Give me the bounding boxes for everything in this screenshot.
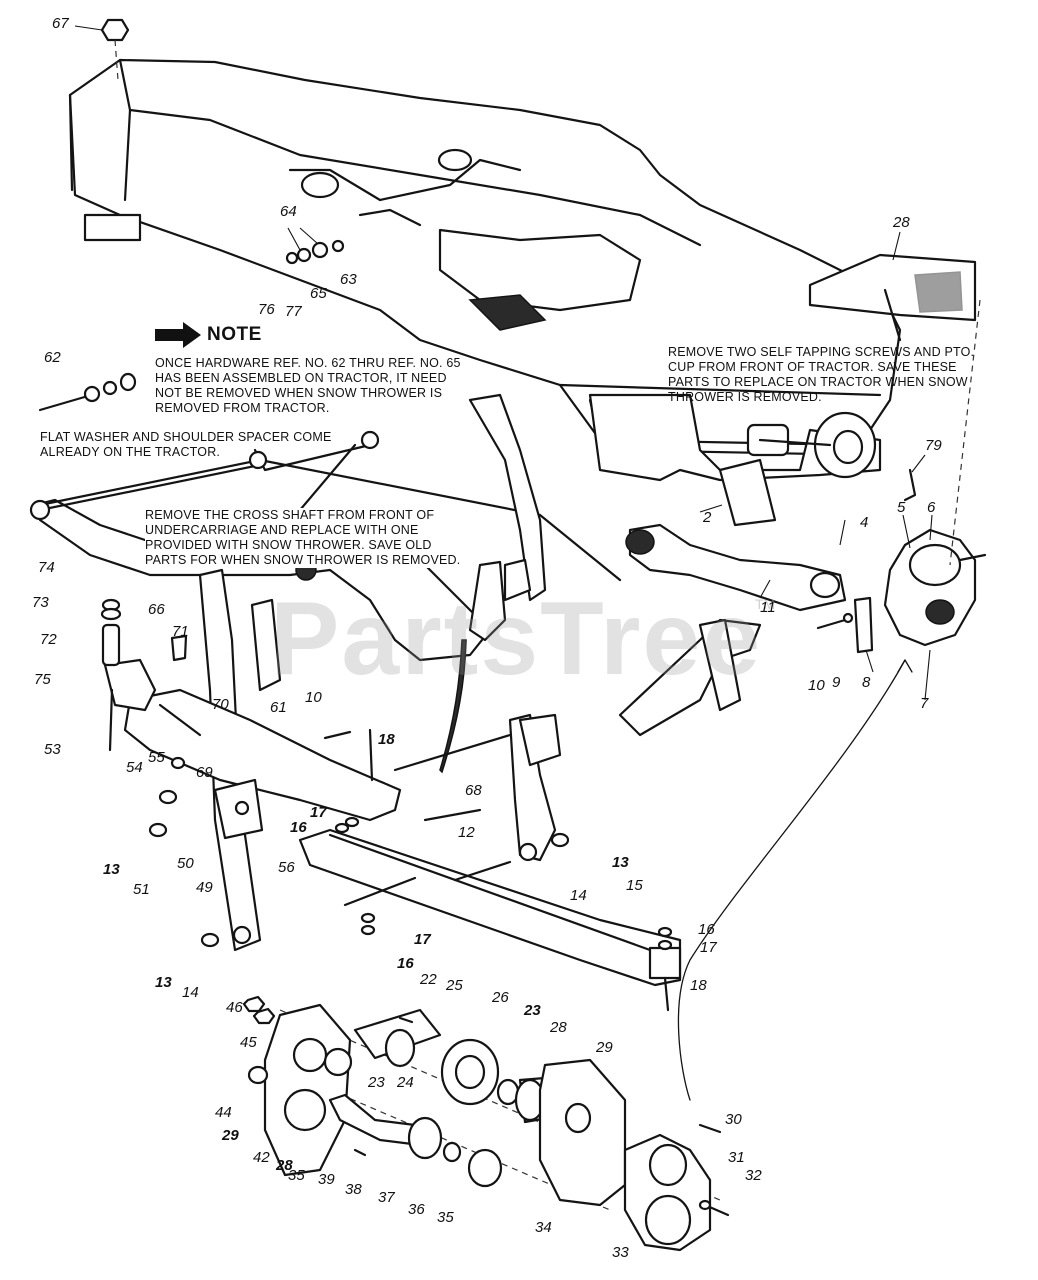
ref-number: 33	[612, 1244, 629, 1261]
pto-driveline	[588, 393, 882, 612]
ref-number: 68	[465, 782, 482, 799]
ref-number: 28	[276, 1157, 293, 1174]
ref-number: 29	[222, 1127, 239, 1144]
ref-number: 62	[44, 349, 61, 366]
lift-arms	[468, 558, 762, 737]
ref-number: 12	[458, 824, 475, 841]
ref-number: 17	[700, 939, 717, 956]
ref-number: 54	[126, 759, 143, 776]
ref-number: 4	[860, 514, 869, 531]
ref-number: 14	[182, 984, 199, 1001]
pto-cup-28	[808, 231, 977, 342]
ref-number: 73	[32, 594, 49, 611]
cross-shaft-callout: REMOVE THE CROSS SHAFT FROM FRONT OF UND…	[145, 508, 465, 568]
ref-number: 53	[44, 741, 61, 758]
ref-number: 13	[103, 861, 120, 878]
ref-number: 55	[148, 749, 165, 766]
ref-number: 17	[414, 931, 431, 948]
ref-number: 18	[690, 977, 707, 994]
ref-number: 32	[745, 1167, 762, 1184]
ref-number: 45	[240, 1034, 257, 1051]
ref-number: 9	[832, 674, 841, 691]
ref-number: 39	[318, 1171, 335, 1188]
ref-number: 23	[524, 1002, 541, 1019]
ref-number: 23	[368, 1074, 385, 1091]
ref-number: 16	[290, 819, 307, 836]
gear-housing-exploded	[242, 995, 730, 1252]
cross-bar	[148, 713, 682, 1012]
ref-number: 28	[893, 214, 910, 231]
ref-number: 6	[927, 499, 936, 516]
ref-number: 61	[270, 699, 287, 716]
ref-number: 74	[38, 559, 55, 576]
ref-number: 18	[378, 731, 395, 748]
washer-callout: FLAT WASHER AND SHOULDER SPACER COME ALR…	[40, 430, 332, 459]
ref-number: 50	[177, 855, 194, 872]
ref-number: 24	[397, 1074, 414, 1091]
ref-number: 71	[172, 623, 189, 640]
ref-number: 29	[596, 1039, 613, 1056]
ref-number: 46	[226, 999, 243, 1016]
ref-number: 17	[310, 804, 327, 821]
ref-number: 63	[340, 271, 357, 288]
ref-number: 75	[34, 671, 51, 688]
ref-number: 66	[148, 601, 165, 618]
note-title: NOTE	[207, 324, 262, 345]
ref-number: 51	[133, 881, 150, 898]
ref-number: 22	[420, 971, 437, 988]
note-text: ONCE HARDWARE REF. NO. 62 THRU REF. NO. …	[155, 356, 461, 415]
ref-number: 10	[305, 689, 322, 706]
ref-number: 31	[728, 1149, 745, 1166]
ref-number: 67	[52, 15, 69, 32]
ref-number: 15	[626, 877, 643, 894]
ref-number: 8	[862, 674, 871, 691]
ref-number: 56	[278, 859, 295, 876]
ref-number: 76	[258, 301, 275, 318]
ref-number: 30	[725, 1111, 742, 1128]
ref-number: 64	[280, 203, 297, 220]
ref-number: 13	[155, 974, 172, 991]
hardware-62-65	[38, 227, 345, 412]
ref-number: 25	[446, 977, 463, 994]
ref-number: 35	[288, 1167, 305, 1184]
ref-number: 26	[492, 989, 509, 1006]
ref-number: 28	[550, 1019, 567, 1036]
ref-number: 70	[212, 696, 229, 713]
ref-number: 44	[215, 1104, 232, 1121]
ref-number: 49	[196, 879, 213, 896]
ref-number: 7	[920, 695, 929, 712]
gearbox-right	[816, 299, 987, 701]
watermark-tm: TM	[755, 596, 776, 612]
ref-number: 37	[378, 1189, 395, 1206]
nut-67	[100, 18, 130, 42]
ref-number: 72	[40, 631, 57, 648]
ref-number: 69	[196, 764, 213, 781]
ref-number: 36	[408, 1201, 425, 1218]
ref-number: 42	[253, 1149, 270, 1166]
note-heading: NOTE	[155, 322, 262, 348]
note-arrow-icon	[155, 322, 201, 348]
ref-number: 14	[570, 887, 587, 904]
ref-number: 34	[535, 1219, 552, 1236]
ref-number: 2	[703, 509, 712, 526]
ref-number: 5	[897, 499, 906, 516]
ref-number: 38	[345, 1181, 362, 1198]
ref-number: 10	[808, 677, 825, 694]
drive-chain-path	[677, 659, 906, 1101]
ref-number: 65	[310, 285, 327, 302]
support-frame	[100, 568, 402, 952]
ref-number: 16	[698, 921, 715, 938]
ref-number: 35	[437, 1209, 454, 1226]
ref-number: 79	[925, 437, 942, 454]
ref-number: 16	[397, 955, 414, 972]
ref-number: 77	[285, 303, 302, 320]
ref-number: 13	[612, 854, 629, 871]
pto-callout: REMOVE TWO SELF TAPPING SCREWS AND PTO. …	[668, 345, 975, 404]
ref-number: 11	[760, 599, 776, 616]
